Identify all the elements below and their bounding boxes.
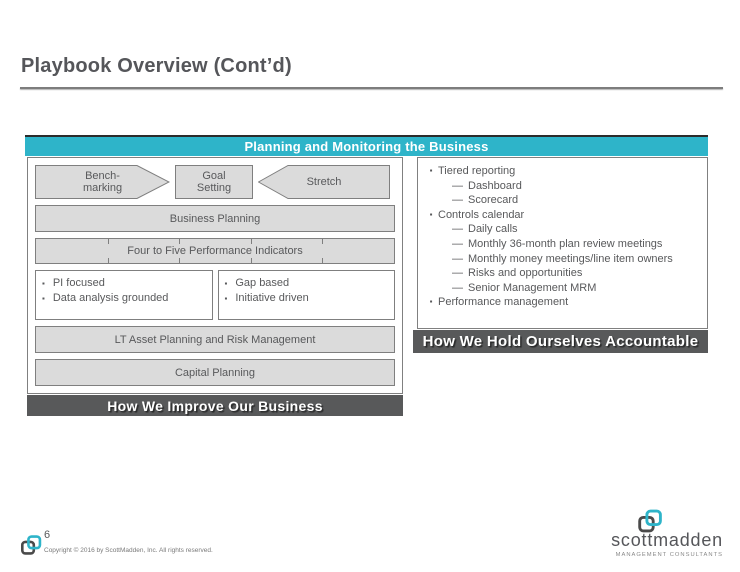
gap-based-box: ▪ Gap based ▪ Initiative driven (217, 270, 395, 320)
list-item: — Senior Management MRM (452, 281, 597, 294)
indicator-tick (250, 239, 252, 244)
performance-indicators-label: Four to Five Performance Indicators (127, 245, 303, 257)
scottmadden-logo-mark-icon (637, 508, 664, 539)
planning-diagram: Planning and Monitoring the Business Ben… (25, 135, 708, 416)
list-item: ▪ Tiered reporting (424, 164, 703, 179)
pi-focused-box: ▪ PI focused ▪ Data analysis grounded (35, 270, 213, 320)
accountability-column: ▪ Tiered reporting — Dashboard — Scoreca… (413, 157, 708, 353)
business-planning-box: Business Planning (35, 205, 395, 232)
dash-icon: — (452, 179, 463, 192)
list-item: — Monthly 36-month plan review meetings (452, 237, 663, 250)
performance-indicators-box: Four to Five Performance Indicators (35, 238, 395, 264)
indicator-tick (107, 258, 109, 263)
indicator-tick (107, 239, 109, 244)
list-item: ▪ Data analysis grounded (42, 292, 169, 304)
list-item: ▪ PI focused (42, 277, 105, 289)
indicator-tick (179, 258, 181, 263)
improve-business-panel: Bench- marking Goal Setting Stretch (27, 157, 403, 394)
bullet-icon: ▪ (42, 279, 45, 288)
dash-icon: — (452, 267, 463, 280)
list-item: ▪ Gap based (224, 277, 290, 289)
diagram-header: Planning and Monitoring the Business (25, 135, 708, 156)
bullet-icon: ▪ (224, 294, 228, 303)
scottmadden-wordmark: scottmadden (611, 530, 723, 550)
benchmarking-arrow: Bench- marking (35, 165, 170, 199)
dash-icon: — (452, 281, 463, 294)
bullet-icon: ▪ (429, 166, 433, 175)
bullet-icon: ▪ (224, 279, 228, 288)
stretch-label: Stretch (306, 176, 342, 188)
bullet-icon: ▪ (429, 209, 433, 219)
improve-business-bar: How We Improve Our Business (27, 395, 403, 416)
benchmarking-label: Bench- marking (82, 170, 123, 194)
bullet-icon: ▪ (429, 297, 433, 307)
dash-icon: — (452, 252, 463, 265)
page-number: 6 (44, 529, 51, 541)
indicator-tick (322, 258, 324, 263)
accountability-bar: How We Hold Ourselves Accountable (413, 330, 708, 353)
copyright-text: Copyright © 2016 by ScottMadden, Inc. Al… (44, 547, 213, 554)
list-item: ▪ Initiative driven (224, 292, 309, 304)
right-arrow-shape-icon (35, 165, 170, 199)
list-item: — Risks and opportunities (452, 267, 583, 280)
left-arrow-shape-icon (258, 165, 390, 199)
capital-planning-box: Capital Planning (35, 359, 395, 386)
list-item: — Monthly money meetings/line item owner… (452, 252, 673, 265)
list-item: ▪ Performance management (424, 295, 703, 310)
list-item: — Daily calls (452, 223, 518, 236)
indicator-tick (179, 239, 181, 244)
goal-setting-box: Goal Setting (175, 165, 253, 199)
indicator-tick (250, 258, 252, 263)
dash-icon: — (452, 237, 463, 250)
stretch-arrow: Stretch (258, 165, 390, 199)
page-title: Playbook Overview (Cont’d) (21, 55, 292, 77)
accountability-panel: ▪ Tiered reporting — Dashboard — Scoreca… (417, 157, 708, 329)
list-item: — Scorecard (452, 194, 519, 207)
goal-setting-row: Bench- marking Goal Setting Stretch (35, 165, 395, 199)
indicator-detail-row: ▪ PI focused ▪ Data analysis grounded ▪ … (35, 270, 395, 320)
list-item: ▪ Controls calendar (424, 208, 703, 223)
improve-business-column: Bench- marking Goal Setting Stretch (27, 157, 403, 416)
indicator-tick (322, 239, 324, 244)
list-item: — Dashboard (452, 179, 522, 192)
dash-icon: — (452, 223, 463, 236)
scottmadden-tagline: MANAGEMENT CONSULTANTS (615, 552, 723, 558)
bullet-icon: ▪ (42, 294, 45, 303)
scottmadden-logo-mark-icon (20, 534, 43, 561)
dash-icon: — (452, 194, 463, 207)
title-divider (20, 87, 723, 89)
lt-asset-planning-box: LT Asset Planning and Risk Management (35, 326, 395, 353)
